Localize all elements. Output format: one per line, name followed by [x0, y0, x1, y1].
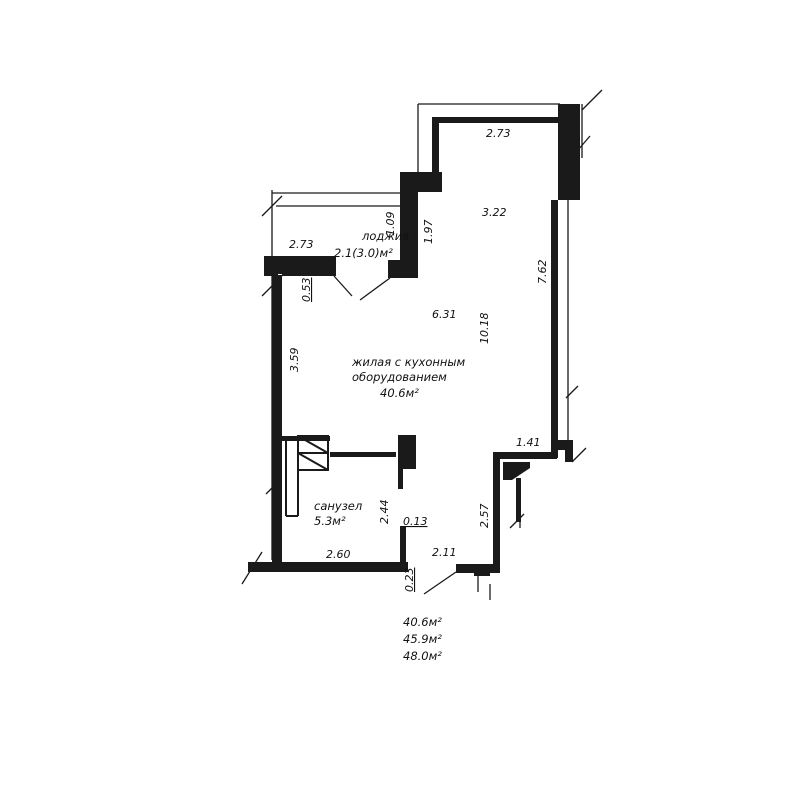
wall-right-column — [558, 104, 580, 200]
wall-top — [432, 117, 560, 123]
dim-living-depth: 6.31 — [432, 308, 457, 321]
wall-lower-right-thin — [516, 478, 521, 522]
dim-loggia-side: 1.97 — [422, 220, 435, 245]
break-mark-right-low — [571, 447, 587, 463]
wall-loggia-bottom — [264, 256, 336, 276]
wall-entrance-right — [456, 564, 500, 573]
loggia-door-swing-left — [333, 275, 353, 297]
wall-bathroom-partition — [330, 452, 396, 457]
total-area-living: 40.6м² — [403, 615, 442, 629]
loggia-door-swing-right — [359, 277, 391, 301]
entrance-door-swing — [423, 571, 457, 595]
dim-upper-depth: 3.22 — [482, 206, 507, 219]
wall-entrance-step — [474, 572, 490, 576]
wall-bathroom-column — [398, 435, 416, 469]
wall-bottom — [248, 562, 408, 572]
dim-loggia-opening: 0.53 — [300, 278, 313, 303]
dim-bath-width: 2.60 — [326, 548, 351, 561]
wall-bathroom-column-stub — [398, 469, 403, 489]
break-mark-right-mid — [565, 385, 579, 399]
wall-right-step-post — [565, 448, 573, 462]
bathroom-name: санузел — [314, 499, 363, 513]
wall-bathroom-door-post — [400, 526, 406, 570]
dim-bath-height: 2.44 — [378, 500, 391, 525]
ventilation-shaft — [285, 435, 329, 517]
wall-bathroom-top-partition — [282, 436, 330, 441]
wall-lower-right — [493, 452, 500, 572]
dim-right-upper-wall: 7.62 — [536, 260, 549, 285]
dim-top-width: 2.73 — [486, 127, 511, 140]
dim-left-wall: 3.59 — [288, 348, 301, 373]
loggia-area: 2.1(3.0)м² — [334, 246, 393, 260]
break-mark-top-right — [581, 89, 603, 111]
wall-loggia-corner — [264, 256, 278, 276]
living-room-name-line1: жилая с кухонным — [351, 355, 465, 369]
wall-step-horizontal — [493, 452, 557, 459]
wall-loggia-stepped — [388, 172, 442, 278]
door-swings — [333, 275, 457, 595]
total-area-with-loggia: 48.0м² — [403, 649, 442, 663]
dim-right-lower: 2.57 — [478, 504, 491, 529]
dim-total-length: 10.18 — [478, 313, 491, 345]
dim-bath-gap: 0.13 — [403, 515, 428, 528]
shaft-cross-2 — [297, 452, 329, 471]
wall-lower-right-niche — [503, 462, 530, 480]
wall-upper-left — [432, 117, 439, 175]
dim-entrance-wall: 0.23 — [403, 568, 416, 593]
walls — [248, 104, 580, 576]
dim-right-step: 1.41 — [516, 436, 541, 449]
wall-right-step-cap — [551, 440, 573, 450]
living-room-name-line2: оборудованием — [352, 370, 447, 384]
loggia-name: лоджия — [361, 229, 409, 243]
break-mark-left-top — [261, 195, 283, 217]
living-room-area: 40.6м² — [380, 386, 419, 400]
bathroom-area: 5.3м² — [314, 514, 346, 528]
total-area-general: 45.9м² — [403, 632, 442, 646]
dim-entrance: 2.11 — [432, 546, 457, 559]
wall-left — [272, 275, 282, 567]
shaft-cross-1 — [297, 435, 329, 454]
wall-right-column-base — [565, 188, 578, 200]
dim-loggia-depth: 1.09 — [384, 212, 397, 237]
wall-right — [551, 200, 558, 458]
dim-loggia-width: 2.73 — [289, 238, 314, 251]
